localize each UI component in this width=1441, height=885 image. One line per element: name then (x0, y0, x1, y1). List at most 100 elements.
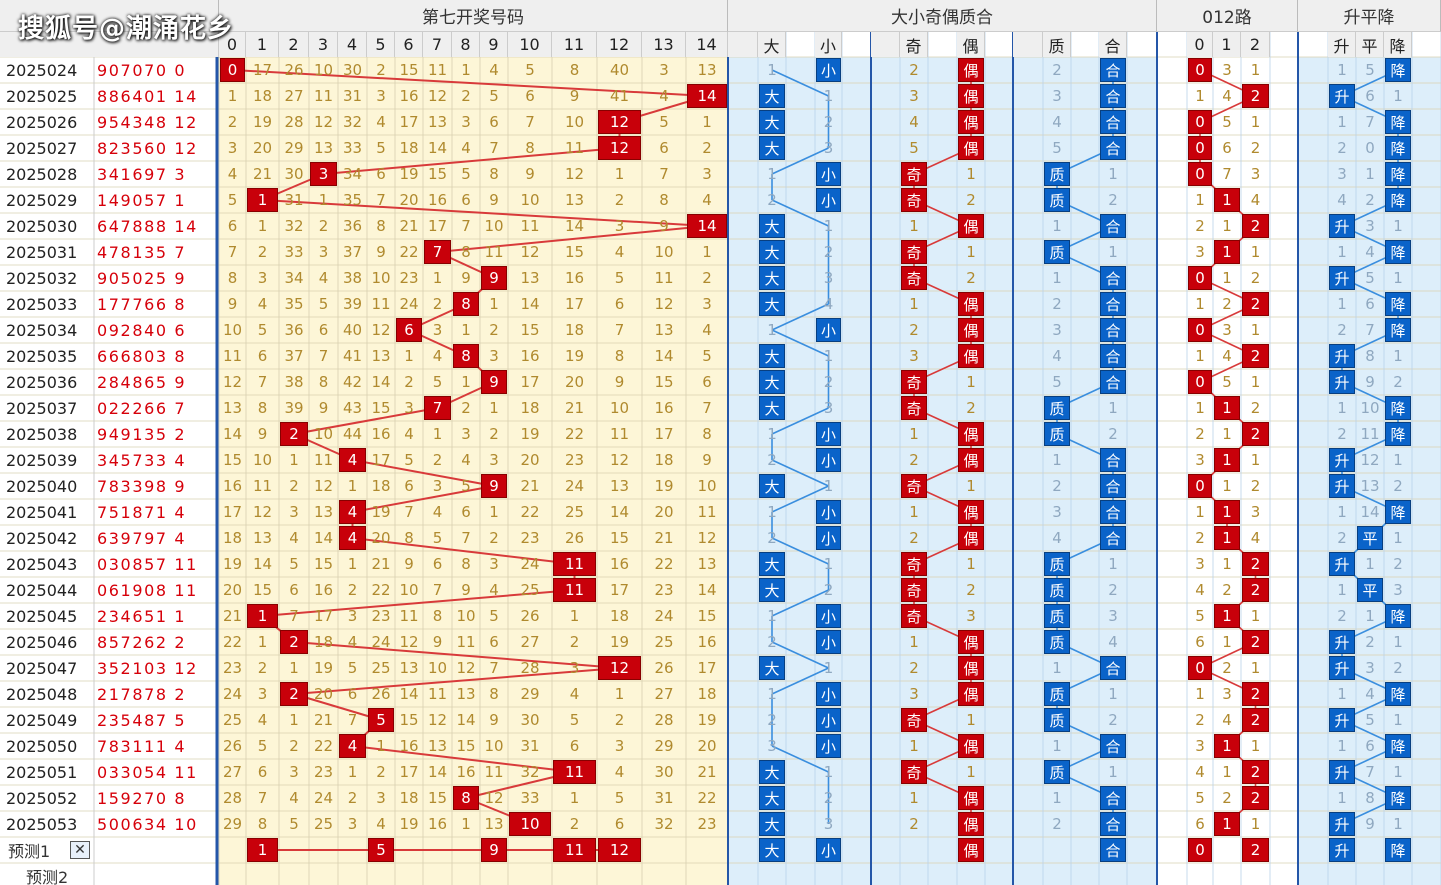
miss-count: 18 (654, 451, 674, 469)
bs-big: 大 (759, 578, 785, 602)
draw-numbers: 783111 4 (97, 736, 187, 756)
pc-prime: 2 (1052, 815, 1062, 833)
miss-count: 17 (609, 581, 630, 599)
bs-big: 大 (759, 240, 785, 264)
updown-cell: 2 (1337, 425, 1347, 443)
pc-composite: 1 (1108, 165, 1118, 183)
winning-ball: 11 (553, 760, 596, 784)
route-cell: 7 (1222, 165, 1232, 183)
miss-count: 1 (461, 321, 471, 339)
miss-count: 7 (702, 399, 712, 417)
miss-count: 16 (427, 815, 448, 833)
bs-big: 大 (759, 786, 785, 810)
miss-count: 12 (520, 243, 540, 261)
updown-cell: 3 (1337, 165, 1347, 183)
bs-small: 小 (816, 526, 841, 550)
miss-count: 25 (654, 633, 674, 651)
group-header: 012路 (1157, 0, 1298, 32)
period: 2025051 (6, 762, 78, 782)
miss-count: 6 (489, 633, 499, 651)
updown-cell: 升 (1329, 812, 1355, 836)
miss-count: 1 (569, 789, 580, 807)
close-icon[interactable]: ✕ (70, 841, 90, 859)
updown-cell: 7 (1365, 321, 1375, 339)
miss-count: 11 (252, 477, 273, 495)
route-cell: 2 (1222, 295, 1232, 313)
route-cell: 1 (1250, 321, 1261, 339)
miss-count: 27 (520, 633, 540, 651)
updown-cell: 2 (1393, 555, 1403, 573)
route-cell: 3 (1195, 451, 1205, 469)
miss-count: 26 (654, 659, 674, 677)
miss-count: 18 (399, 139, 419, 157)
oe-even: 偶 (958, 448, 984, 472)
miss-count: 34 (342, 165, 363, 183)
miss-count: 39 (284, 399, 304, 417)
bs-big: 大 (759, 214, 785, 238)
oe-even: 偶 (958, 734, 984, 758)
winning-ball: 7 (424, 396, 451, 420)
route-cell: 1 (1214, 734, 1240, 758)
draw-numbers: 905025 9 (97, 268, 187, 288)
route-cell: 1 (1250, 61, 1261, 79)
miss-count: 7 (659, 165, 669, 183)
miss-count: 22 (697, 789, 717, 807)
updown-cell: 降 (1385, 110, 1411, 134)
miss-count: 6 (525, 87, 535, 105)
miss-count: 26 (284, 61, 304, 79)
pc-header: 合 (1099, 32, 1127, 57)
miss-count: 17 (520, 373, 540, 391)
miss-count: 12 (427, 87, 448, 105)
updown-cell: 1 (1337, 503, 1347, 521)
route-cell: 2 (1242, 344, 1269, 368)
route-cell: 0 (1188, 318, 1212, 342)
oe-odd: 1 (909, 217, 919, 235)
updown-cell: 2 (1337, 529, 1347, 547)
route-cell: 1 (1250, 607, 1261, 625)
updown-cell: 5 (1365, 711, 1375, 729)
miss-count: 8 (318, 373, 329, 391)
updown-cell: 9 (1365, 815, 1375, 833)
miss-count: 3 (702, 165, 712, 183)
draw-numbers: 500634 10 (97, 814, 198, 834)
pc-prime: 1 (1052, 269, 1062, 287)
miss-count: 25 (564, 503, 585, 521)
miss-count: 1 (376, 737, 386, 755)
miss-count: 5 (525, 61, 535, 79)
miss-count: 4 (404, 425, 414, 443)
pc-prime: 质 (1044, 630, 1070, 654)
watermark: 搜狐号@潮涌花乡 (18, 14, 235, 44)
route-cell: 1 (1214, 448, 1240, 472)
pc-composite: 合 (1100, 474, 1126, 498)
miss-count: 5 (404, 451, 414, 469)
bs-small: 3 (823, 139, 834, 157)
bs-small: 2 (823, 243, 834, 261)
miss-count: 1 (432, 425, 443, 443)
miss-count: 8 (569, 61, 580, 79)
updown-cell: 9 (1365, 373, 1375, 391)
miss-count: 16 (697, 633, 717, 651)
pc-composite: 合 (1100, 136, 1126, 160)
pc-composite: 合 (1100, 812, 1126, 836)
miss-count: 1 (702, 113, 712, 131)
route-cell: 5 (1195, 607, 1205, 625)
miss-count: 5 (376, 139, 386, 157)
period: 2025039 (6, 450, 78, 470)
miss-count: 7 (461, 529, 471, 547)
miss-count: 22 (313, 737, 334, 755)
bs-small: 1 (823, 555, 834, 573)
miss-count: 1 (289, 451, 299, 469)
miss-count: 41 (609, 87, 630, 105)
updown-cell: 5 (1365, 61, 1375, 79)
route-cell: 1 (1214, 188, 1240, 212)
miss-count: 1 (289, 659, 299, 677)
pc-composite: 1 (1108, 399, 1118, 417)
miss-count: 12 (484, 789, 504, 807)
trend-line (771, 303, 829, 331)
oe-even: 偶 (958, 812, 984, 836)
miss-count: 4 (347, 633, 358, 651)
miss-count: 1 (489, 295, 499, 313)
bs-small: 2 (823, 581, 834, 599)
updown-cell: 1 (1365, 555, 1375, 573)
miss-count: 13 (399, 659, 419, 677)
